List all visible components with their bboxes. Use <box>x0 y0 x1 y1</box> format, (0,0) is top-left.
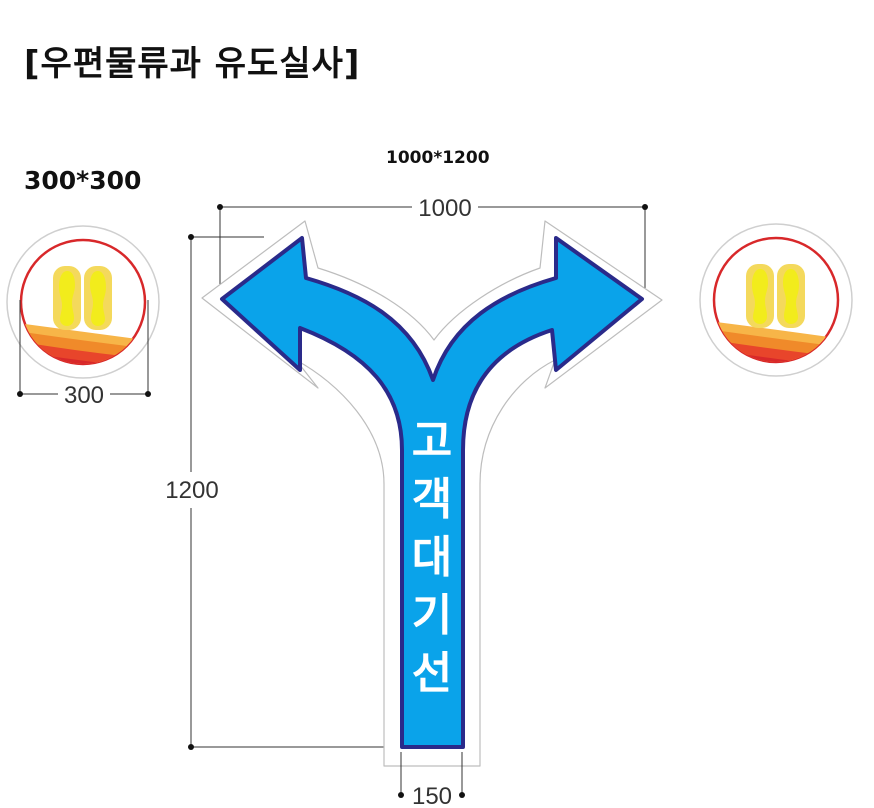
vertical-label-char: 선 <box>412 648 452 699</box>
small-sticker-size-label: 300*300 <box>24 166 142 195</box>
foot-icon <box>53 266 112 330</box>
footprint-sticker-right <box>699 223 853 377</box>
footprint-sticker-left: 300 <box>6 225 160 409</box>
stem-width-label: 150 <box>412 783 452 808</box>
vertical-label-char: 객 <box>412 474 452 525</box>
width-dimension: 1000 <box>217 195 648 300</box>
height-label: 1200 <box>165 477 218 504</box>
vertical-label-char: 기 <box>412 590 452 641</box>
vertical-label-char: 대 <box>412 532 452 583</box>
y-arrow-shape <box>220 236 644 749</box>
page-title: [우편물류과 유도실사] <box>24 44 361 84</box>
large-sticker-size-label: 1000*1200 <box>386 148 490 168</box>
vertical-label-char: 고 <box>412 416 452 467</box>
foot-icon <box>746 264 805 328</box>
circle-width-label: 300 <box>64 382 104 409</box>
width-label: 1000 <box>418 195 471 222</box>
stem-width-dimension: 150 <box>398 752 465 808</box>
height-dimension: 1200 <box>165 234 396 750</box>
y-arrow-sticker: 고 객 대 기 선 <box>201 220 663 767</box>
